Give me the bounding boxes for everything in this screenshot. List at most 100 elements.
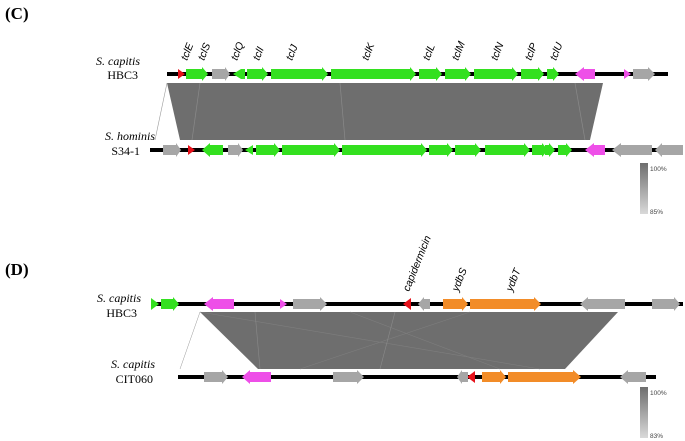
gene-arrow — [178, 69, 185, 79]
bottom-genome-genes — [204, 370, 646, 384]
gene-arrow — [521, 67, 544, 81]
gene-arrow — [485, 143, 530, 157]
top-strain-name: HBC3 — [106, 306, 137, 320]
gene-arrow — [204, 297, 234, 311]
identity-edge-line — [179, 311, 201, 370]
gene-arrow — [445, 67, 471, 81]
gene-arrow — [204, 370, 228, 384]
gene-arrow — [271, 67, 328, 81]
gene-arrow — [228, 143, 243, 157]
bottom-strain-name: S34-1 — [111, 144, 140, 158]
gene-arrow — [655, 143, 683, 157]
gene-labels: tclE tclS tclQ tclI tclJ tclK tclL tclM … — [179, 40, 566, 63]
gene-arrow — [186, 67, 208, 81]
gene-arrow — [282, 143, 340, 157]
panel-c-label: (C) — [5, 4, 29, 23]
top-organism-name: S. capitis — [96, 54, 140, 68]
gene-arrow — [443, 297, 468, 311]
identity-gap-line — [574, 82, 586, 141]
gene-arrow — [242, 370, 271, 384]
gene-arrow — [212, 67, 230, 81]
gene-label-tclS: tclS — [196, 41, 214, 62]
gene-arrow — [482, 370, 506, 384]
gene-label-tclI: tclI — [251, 45, 267, 62]
gene-arrow — [624, 69, 631, 79]
gene-label-tclE: tclE — [179, 40, 197, 62]
gene-arrow — [532, 143, 548, 157]
gene-arrow — [455, 143, 481, 157]
gene-arrow — [280, 299, 287, 309]
identity-scale: 100% 83% — [640, 387, 667, 440]
gene-arrow — [580, 297, 625, 311]
gene-arrow — [188, 145, 195, 155]
identity-gap-line — [191, 82, 201, 141]
gene-arrow — [474, 67, 518, 81]
bottom-organism-name: S. capitis — [111, 357, 155, 371]
gene-label-capidermicin: capidermicin — [401, 234, 434, 293]
gene-arrow — [419, 67, 442, 81]
identity-cross-line — [199, 311, 541, 370]
gene-label-tclU: tclU — [548, 40, 566, 62]
panel-d-label: (D) — [5, 260, 29, 279]
panel-c: (C) S. capitis HBC3 S. hominis S34-1 — [5, 4, 683, 216]
identity-scale-gradient — [640, 163, 648, 214]
top-genome-genes — [151, 297, 680, 311]
identity-scale-gradient — [640, 387, 648, 438]
gene-arrow — [202, 143, 223, 157]
gene-arrow — [585, 143, 605, 157]
top-genome-genes — [178, 67, 655, 81]
identity-scale-min: 83% — [650, 433, 663, 440]
identity-gap-line — [339, 82, 346, 141]
gene-arrow — [163, 143, 181, 157]
gene-arrow — [151, 298, 159, 310]
gene-arrow — [633, 67, 655, 81]
gene-labels: capidermicin ydbS ydbT — [401, 234, 524, 294]
gene-arrow — [256, 143, 280, 157]
identity-scale-max: 100% — [650, 390, 667, 397]
gene-arrow — [470, 297, 541, 311]
identity-scale: 100% 85% — [640, 163, 667, 216]
gene-arrow — [467, 371, 475, 383]
gene-label-tclL: tclL — [421, 42, 438, 62]
gene-label-tclP: tclP — [523, 41, 541, 62]
gene-label-ydbS: ydbS — [449, 266, 469, 294]
gene-arrow — [558, 143, 572, 157]
gene-label-tclJ: tclJ — [284, 42, 301, 62]
gene-arrow — [241, 69, 245, 79]
gene-arrow — [575, 67, 595, 81]
panel-d: (D) S. capitis HBC3 S. capitis CIT060 — [5, 234, 683, 440]
gene-label-tclK: tclK — [360, 40, 378, 62]
gene-label-tclQ: tclQ — [229, 40, 247, 62]
gene-arrow — [545, 143, 555, 157]
top-organism-name: S. capitis — [97, 291, 141, 305]
gene-arrow — [245, 145, 253, 155]
identity-band — [167, 83, 603, 140]
gene-arrow — [620, 370, 646, 384]
gene-label-tclN: tclN — [489, 40, 507, 62]
gene-label-ydbT: ydbT — [503, 266, 524, 295]
identity-cross-line — [349, 311, 501, 370]
gene-arrow — [247, 67, 268, 81]
gene-arrow — [652, 297, 680, 311]
identity-scale-max: 100% — [650, 166, 667, 173]
gene-arrow — [418, 297, 430, 311]
gene-arrow — [457, 370, 468, 384]
identity-gap-line — [254, 311, 261, 370]
gene-arrow — [547, 67, 559, 81]
gene-label-tclM: tclM — [450, 40, 468, 63]
gene-arrow — [508, 370, 581, 384]
gene-arrow — [429, 143, 453, 157]
bottom-strain-name: CIT060 — [116, 372, 153, 386]
gene-arrow — [333, 370, 364, 384]
gene-arrow — [612, 143, 652, 157]
gene-arrow — [233, 69, 241, 79]
gene-arrow — [403, 298, 411, 310]
gene-arrow — [331, 67, 416, 81]
gene-arrow — [161, 297, 179, 311]
top-strain-name: HBC3 — [107, 68, 138, 82]
identity-gap-line — [379, 311, 396, 370]
bottom-organism-name: S. hominis — [105, 129, 155, 143]
gene-arrow — [342, 143, 427, 157]
identity-band — [200, 312, 618, 369]
